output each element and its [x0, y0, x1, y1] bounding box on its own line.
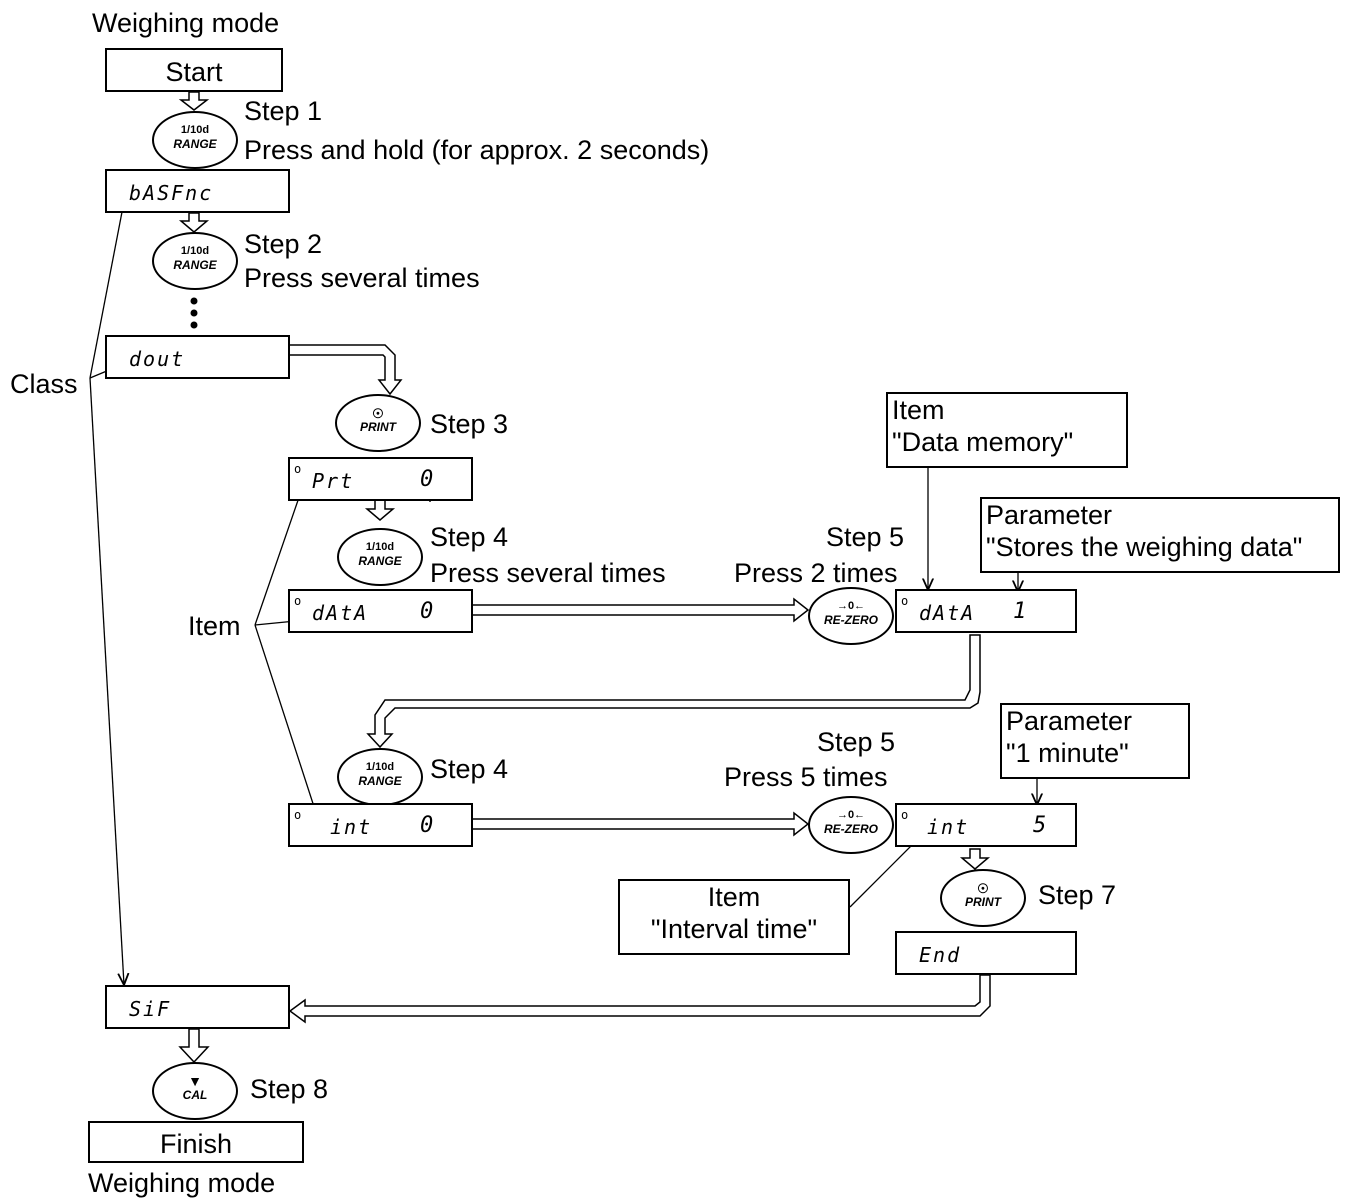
- start-box: Start: [105, 48, 283, 92]
- range-key-bottom: RANGE: [358, 774, 402, 788]
- display-code: dout: [129, 347, 186, 371]
- finish-mode-label: Weighing mode: [88, 1168, 276, 1198]
- range-key[interactable]: 1/10d RANGE: [152, 111, 238, 169]
- range-key[interactable]: 1/10d RANGE: [152, 232, 238, 290]
- callout-stores-data: Parameter "Stores the weighing data": [980, 497, 1340, 573]
- display-code: Prt: [312, 469, 355, 493]
- finish-box: Finish: [88, 1121, 304, 1163]
- display-code: dAtA: [312, 601, 369, 625]
- display-int-5: o int 5: [895, 803, 1077, 847]
- display-code: SiF: [129, 997, 172, 1021]
- callout-title: Parameter: [1006, 706, 1133, 736]
- cal-key[interactable]: ▼ CAL: [152, 1062, 238, 1120]
- step7-label: Step 7: [1038, 880, 1117, 910]
- rezero-key-top: →0←: [836, 600, 866, 612]
- status-dot: o: [294, 594, 302, 608]
- display-value: 5: [1033, 813, 1047, 838]
- display-sif: SiF: [105, 985, 290, 1029]
- step5-desc: Press 2 times: [734, 558, 898, 588]
- range-key-bottom: RANGE: [173, 258, 217, 272]
- display-value: 0: [420, 467, 434, 492]
- print-key[interactable]: ☉ PRINT: [335, 394, 421, 452]
- step4-label: Step 4: [430, 522, 509, 552]
- step1-desc: Press and hold (for approx. 2 seconds): [244, 135, 710, 165]
- rezero-key-bottom: RE-ZERO: [824, 822, 878, 836]
- range-key-bottom: RANGE: [358, 554, 402, 568]
- item-label: Item: [188, 611, 241, 641]
- display-prt: o Prt 0: [288, 457, 473, 501]
- start-mode-label: Weighing mode: [92, 8, 280, 38]
- step2-label: Step 2: [244, 229, 323, 259]
- rezero-key[interactable]: →0← RE-ZERO: [808, 587, 894, 645]
- print-key-bottom: PRINT: [965, 895, 1001, 909]
- callout-text: "Stores the weighing data": [986, 532, 1303, 562]
- step2-desc: Press several times: [244, 263, 480, 293]
- print-key-top: ☉: [372, 406, 384, 421]
- rezero-key[interactable]: →0← RE-ZERO: [808, 796, 894, 854]
- cal-key-top: ▼: [188, 1073, 202, 1089]
- status-dot: o: [901, 594, 909, 608]
- display-code: int: [927, 815, 970, 839]
- callout-text: "Data memory": [892, 427, 1074, 457]
- callout-title: Parameter: [986, 500, 1113, 530]
- rezero-key-top: →0←: [836, 809, 866, 821]
- print-key-bottom: PRINT: [360, 420, 396, 434]
- display-data-1: o dAtA 1: [895, 589, 1077, 633]
- start-box-label: Start: [165, 57, 223, 87]
- print-key[interactable]: ☉ PRINT: [940, 869, 1026, 927]
- range-key-top: 1/10d: [180, 245, 210, 257]
- range-key[interactable]: 1/10d RANGE: [337, 748, 423, 806]
- range-key-top: 1/10d: [180, 124, 210, 136]
- range-key-bottom: RANGE: [173, 137, 217, 151]
- display-basfnc: bASFnc: [105, 169, 290, 213]
- cal-key-bottom: CAL: [182, 1088, 208, 1102]
- print-key-top: ☉: [977, 881, 989, 896]
- step4b-label: Step 4: [430, 754, 509, 784]
- callout-title: Item: [892, 395, 945, 425]
- step8-label: Step 8: [250, 1074, 329, 1104]
- display-code: int: [330, 815, 373, 839]
- status-dot: o: [901, 808, 909, 822]
- callout-title: Item: [707, 882, 761, 912]
- display-data-0: o dAtA 0: [288, 589, 473, 633]
- range-key-top: 1/10d: [365, 541, 395, 553]
- step1-label: Step 1: [244, 96, 323, 126]
- step5-label: Step 5: [826, 522, 905, 552]
- rezero-key-bottom: RE-ZERO: [824, 613, 878, 627]
- display-value: 0: [420, 813, 434, 838]
- status-dot: o: [294, 462, 302, 476]
- display-code: End: [919, 943, 962, 967]
- range-key-top: 1/10d: [365, 761, 395, 773]
- finish-box-label: Finish: [159, 1129, 233, 1159]
- callout-interval-time: Item "Interval time": [618, 879, 850, 955]
- callout-text: "Interval time": [650, 914, 818, 944]
- class-label: Class: [10, 369, 78, 399]
- step3-label: Step 3: [430, 409, 509, 439]
- range-key[interactable]: 1/10d RANGE: [337, 528, 423, 586]
- display-code: dAtA: [919, 601, 976, 625]
- display-code: bASFnc: [129, 181, 214, 205]
- display-value: 1: [1013, 599, 1027, 624]
- step5b-desc: Press 5 times: [724, 762, 888, 792]
- callout-text: "1 minute": [1006, 738, 1129, 768]
- step5b-label: Step 5: [817, 727, 896, 757]
- display-end: End: [895, 931, 1077, 975]
- display-int-0: o int 0: [288, 803, 473, 847]
- display-value: 0: [420, 599, 434, 624]
- display-dout: dout: [105, 335, 290, 379]
- step4-desc: Press several times: [430, 558, 666, 588]
- status-dot: o: [294, 808, 302, 822]
- callout-one-minute: Parameter "1 minute": [1000, 703, 1190, 779]
- callout-data-memory: Item "Data memory": [886, 392, 1128, 468]
